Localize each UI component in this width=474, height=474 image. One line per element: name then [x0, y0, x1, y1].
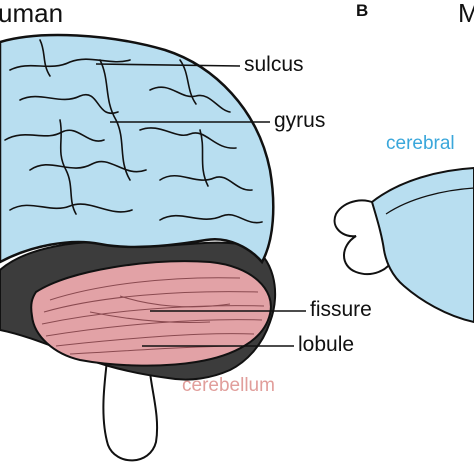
mouse-brain-illustration: [333, 166, 474, 324]
gyrus-label: gyrus: [274, 109, 326, 132]
cerebellum-region-label: cerebellum: [182, 375, 275, 396]
human-cerebrum: [0, 33, 275, 265]
mouse-cerebrum: [370, 166, 474, 324]
lobule-label: lobule: [298, 333, 355, 356]
sulcus-label: sulcus: [244, 53, 304, 76]
panel-a-title: uman: [0, 0, 64, 28]
human-brainstem: [102, 350, 159, 462]
mouse-cortex-outline: [385, 187, 474, 215]
label-leader-lines: [95, 63, 306, 347]
panel-b-letter: B: [356, 1, 369, 20]
sulcus-leader-line: [95, 63, 241, 67]
cerebral-region-label: cerebral: [386, 133, 455, 154]
panel-b-title: M: [458, 0, 474, 28]
cerebrum-sulci: [4, 39, 263, 224]
human-cerebellum: [30, 260, 272, 367]
fissure-label: fissure: [310, 298, 372, 321]
human-brain-illustration: [0, 33, 277, 462]
